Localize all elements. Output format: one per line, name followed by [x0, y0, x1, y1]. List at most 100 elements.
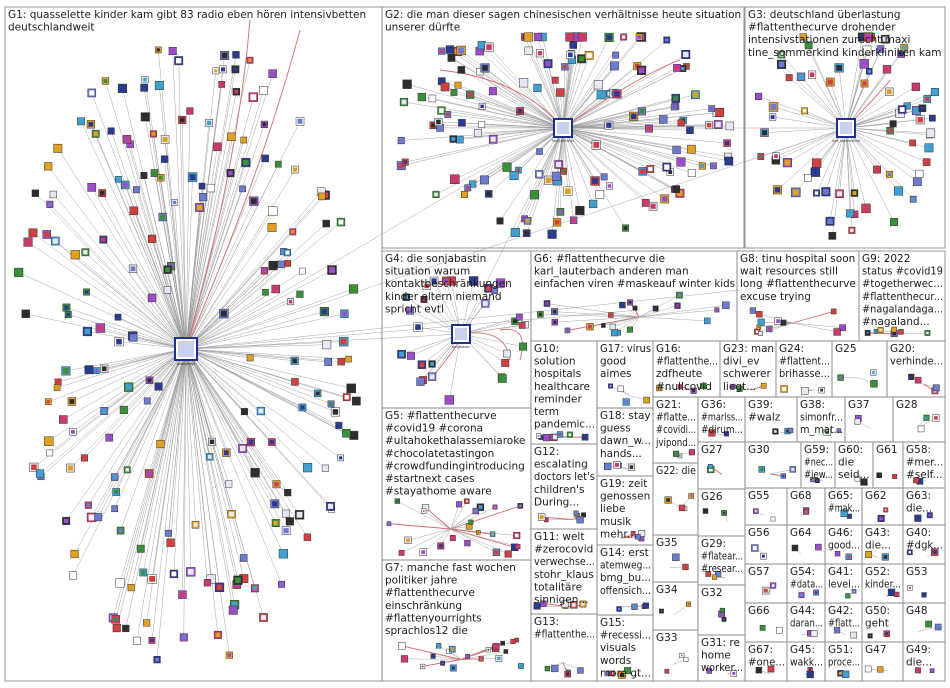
network-node: [551, 318, 559, 326]
network-node: [419, 548, 427, 556]
network-node: [708, 464, 713, 469]
network-node: [659, 115, 668, 124]
network-node: [864, 665, 872, 673]
network-node: [646, 165, 655, 173]
network-node: [335, 421, 343, 429]
network-node: [394, 498, 400, 504]
network-node: [780, 473, 786, 479]
network-node: [287, 298, 295, 306]
network-edge: [48, 166, 187, 350]
network-edge: [32, 232, 187, 350]
network-edge: [401, 127, 564, 166]
network-node: [770, 516, 776, 522]
network-edge: [423, 510, 451, 530]
network-node: [488, 134, 498, 144]
network-node: [144, 469, 154, 478]
network-node: [523, 217, 532, 225]
network-node: [586, 323, 594, 331]
network-node: [845, 553, 852, 560]
group-label-g7: einschränkung: [385, 600, 462, 612]
network-node: [504, 550, 512, 558]
network-edge: [185, 348, 252, 443]
network-edge: [185, 348, 282, 585]
network-edge: [185, 348, 308, 538]
network-node: [213, 142, 222, 152]
network-node: [232, 88, 240, 96]
network-node: [552, 218, 562, 227]
network-node: [29, 462, 39, 472]
network-node: [46, 449, 54, 457]
network-node: [157, 174, 165, 182]
group-label-g68: G68: [790, 490, 812, 502]
network-node: [535, 170, 544, 179]
network-edge: [554, 316, 640, 323]
network-edge: [562, 55, 590, 129]
network-node: [622, 398, 630, 406]
group-label-g60: die: [838, 457, 854, 469]
network-node: [736, 385, 743, 392]
network-edge: [488, 127, 564, 195]
network-node: [319, 306, 329, 317]
network-node: [673, 63, 681, 72]
group-box-g35: [652, 534, 699, 583]
group-box-g2: [381, 6, 745, 249]
network-node: [886, 170, 893, 178]
network-node: [517, 503, 524, 509]
network-node: [834, 550, 841, 557]
group-label-g60: seid...: [838, 469, 870, 481]
network-node: [922, 158, 931, 166]
network-edge: [185, 301, 291, 350]
network-node: [566, 431, 573, 438]
network-node: [503, 349, 511, 358]
network-edge: [562, 124, 719, 129]
group-label-g19: genossen: [600, 491, 650, 503]
network-node: [472, 507, 479, 515]
network-node: [437, 542, 445, 550]
network-node: [219, 65, 227, 74]
group-label-g58: G58:: [906, 444, 931, 456]
group-label-g23: G23: man: [723, 343, 774, 355]
network-node: [721, 616, 727, 622]
network-edge: [148, 348, 187, 474]
network-edge: [441, 110, 564, 129]
group-label-g65: G65:: [828, 490, 853, 502]
network-node: [399, 97, 409, 107]
network-node: [495, 278, 506, 288]
group-label-g5: #ultahokethalassemiaroke: [385, 435, 525, 447]
network-node: [44, 162, 53, 171]
network-node: [342, 393, 351, 402]
highlight-edge: [185, 29, 301, 350]
network-node: [198, 182, 206, 190]
network-node: [815, 543, 822, 551]
network-edge: [639, 309, 717, 318]
network-edge: [185, 348, 342, 362]
network-node: [327, 265, 337, 275]
group-label-g24: #flattent...: [779, 356, 830, 368]
network-edge: [185, 348, 256, 589]
network-edge: [433, 655, 461, 660]
network-node: [249, 196, 259, 206]
network-edge: [172, 50, 187, 350]
network-node: [624, 667, 632, 675]
group-label-g1: G1: quasselette kinder kam gibt 83 radio…: [8, 9, 366, 21]
network-node: [114, 337, 124, 347]
network-node: [551, 308, 559, 316]
network-node: [810, 630, 818, 638]
group-label-g7: #flattenyourrights: [385, 612, 482, 624]
network-edge: [603, 316, 640, 326]
network-edge: [185, 348, 191, 572]
group-label-g66: G66: [748, 605, 770, 617]
network-node: [120, 180, 130, 190]
network-edge: [845, 63, 865, 129]
group-label-g46: G46:: [828, 527, 853, 539]
network-node: [64, 311, 72, 319]
network-node: [139, 568, 148, 577]
group-label-g5: #crowdfundingintroducing: [385, 460, 525, 472]
network-node: [143, 397, 151, 405]
network-node: [877, 666, 884, 673]
network-edge: [562, 106, 675, 129]
group-label-g6: einfachen viren #maskeauf winter kids: [534, 278, 735, 290]
network-edge: [816, 127, 847, 194]
network-node: [679, 652, 685, 659]
network-node: [515, 543, 521, 550]
